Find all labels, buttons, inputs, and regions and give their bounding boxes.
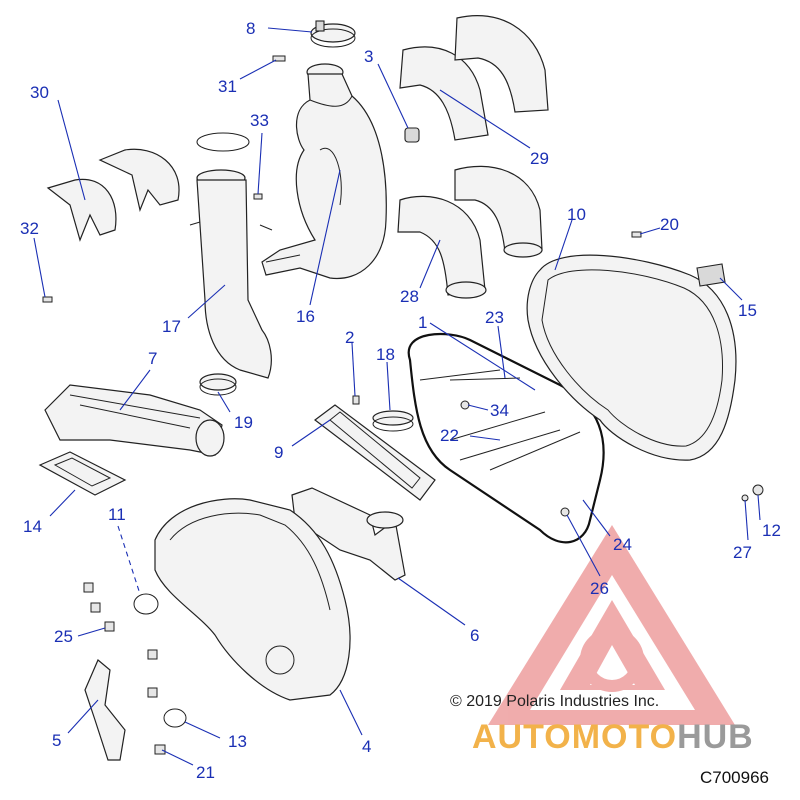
callouts: 1 2 3 4 5 6 7 8 9 10 11 12 13 14 15 16 1… (20, 19, 781, 782)
callout-19: 19 (234, 413, 253, 432)
callout-33: 33 (250, 111, 269, 130)
airbox (44, 384, 225, 457)
gasket-1 (407, 332, 605, 544)
callout-4: 4 (362, 737, 371, 756)
watermark-brand: AUTOMOTOHUB (472, 718, 754, 757)
callout-18: 18 (376, 345, 395, 364)
callout-12: 12 (762, 521, 781, 540)
elbow-ducts (397, 165, 543, 299)
seal-9 (314, 404, 436, 501)
inner-cover (154, 498, 351, 701)
clamp-19 (199, 373, 237, 396)
leader-lines (33, 27, 761, 766)
copyright-notice: © 2019 Polaris Industries Inc. (450, 693, 660, 710)
watermark-logo (488, 525, 735, 725)
callout-11: 11 (108, 505, 126, 524)
callout-29: 29 (530, 149, 549, 168)
callout-13: 13 (228, 732, 247, 751)
callout-3: 3 (364, 47, 373, 66)
callout-10: 10 (567, 205, 586, 224)
drawing-code: C700966 (700, 768, 770, 787)
callout-14: 14 (23, 517, 42, 536)
label-15 (696, 263, 726, 287)
deflectors (46, 148, 180, 242)
callout-30: 30 (30, 83, 49, 102)
callout-27: 27 (733, 543, 752, 562)
intake-duct-upper (261, 63, 387, 280)
watermark-brand-part2: HUB (677, 718, 754, 756)
callout-28: 28 (400, 287, 419, 306)
callout-2: 2 (345, 328, 354, 347)
clutch-cover (526, 254, 737, 461)
callout-22: 22 (440, 426, 459, 445)
callout-16: 16 (296, 307, 315, 326)
callout-24: 24 (613, 535, 632, 554)
clamp-18 (372, 410, 414, 432)
fasteners (42, 55, 764, 755)
callout-5: 5 (52, 731, 61, 750)
duct-covers (399, 15, 549, 141)
callout-21: 21 (196, 763, 215, 782)
callout-25: 25 (54, 627, 73, 646)
callout-15: 15 (738, 301, 757, 320)
plug (404, 127, 420, 143)
intake-duct-lower (189, 132, 273, 379)
gasket-14 (38, 451, 127, 496)
callout-9: 9 (274, 443, 283, 462)
callout-26: 26 (590, 579, 609, 598)
callout-6: 6 (470, 626, 479, 645)
outlet-duct (291, 487, 406, 581)
bracket-5 (84, 659, 126, 761)
callout-1: 1 (418, 313, 427, 332)
bolts (419, 369, 581, 517)
o-rings (133, 593, 187, 728)
watermark-brand-part1: AUTOMOTO (472, 718, 678, 756)
callout-7: 7 (148, 349, 157, 368)
callout-8: 8 (246, 19, 255, 38)
callout-32: 32 (20, 219, 39, 238)
callout-34: 34 (490, 401, 509, 420)
callout-17: 17 (162, 317, 181, 336)
callout-31: 31 (218, 77, 237, 96)
callout-23: 23 (485, 308, 504, 327)
hose-clamp-top (310, 20, 356, 48)
callout-20: 20 (660, 215, 679, 234)
